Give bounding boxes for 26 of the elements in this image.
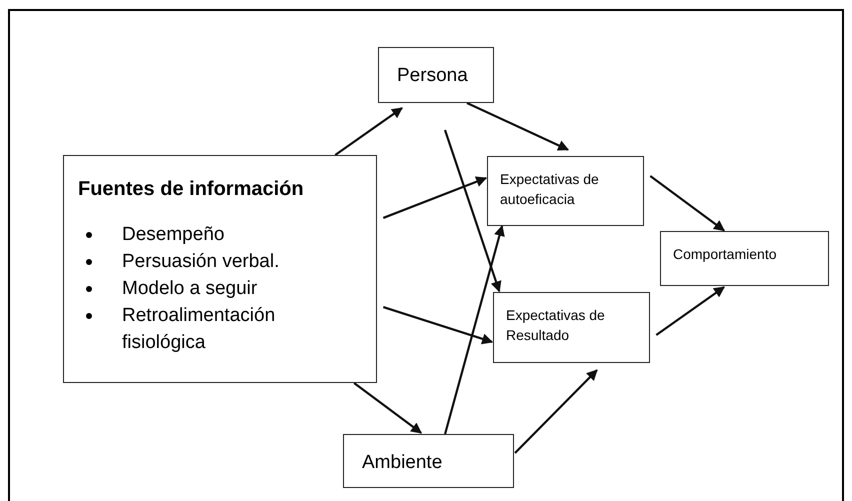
arrow [466, 102, 569, 151]
concept-box [660, 231, 829, 286]
concept-box [487, 156, 644, 226]
bullet-item: Retroalimentación fisiológica [122, 305, 276, 353]
node-label: Comportamiento [673, 245, 778, 264]
bullet-item: Persuasión verbal. [122, 251, 280, 272]
arrow [334, 107, 403, 156]
concept-box [63, 155, 377, 383]
node-label: Persona [397, 64, 469, 88]
concept-box [378, 47, 494, 103]
arrow [514, 369, 598, 454]
concept-box [493, 292, 650, 363]
arrow [444, 130, 502, 292]
arrow [444, 224, 505, 434]
heading: Fuentes de información [78, 178, 305, 201]
node-label: Expectativas de Resultado [506, 306, 606, 346]
node-label: Ambiente [362, 451, 444, 475]
bullet-item: Desempeño [122, 224, 224, 245]
arrow [656, 286, 725, 336]
arrow [382, 176, 488, 219]
arrow [650, 175, 725, 232]
node-label: Expectativas de autoeficacia [500, 170, 600, 210]
bullet-item: Modelo a seguir [122, 278, 258, 299]
concept-box [343, 434, 514, 488]
arrow [353, 382, 422, 434]
arrow [382, 306, 494, 344]
